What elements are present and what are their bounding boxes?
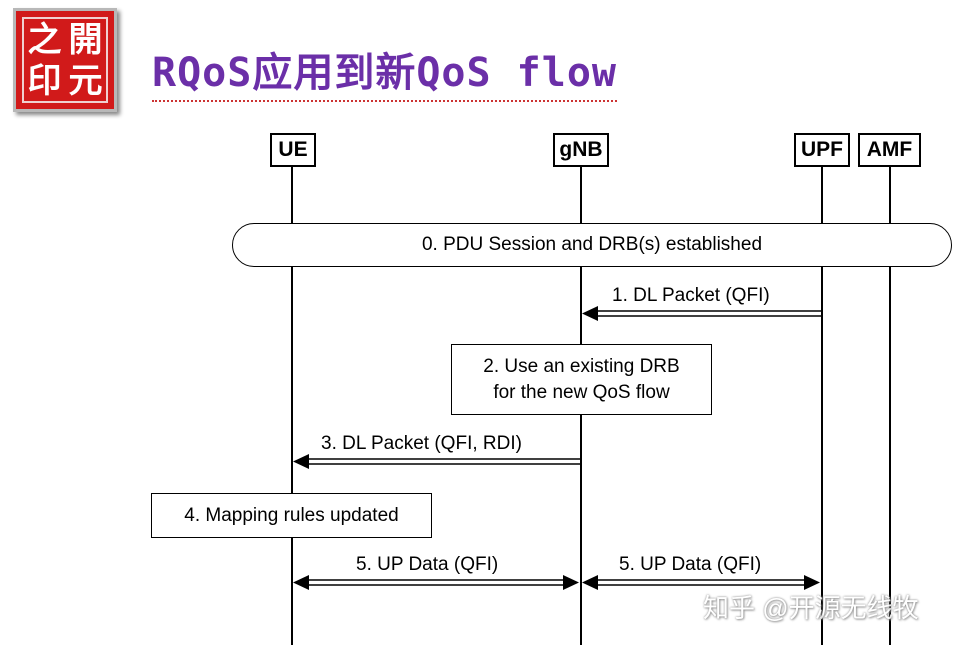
logo-char-3: 印 — [27, 60, 62, 101]
logo-char-4: 元 — [68, 60, 103, 101]
arrow-step5b — [582, 575, 820, 590]
actor-ue: UE — [270, 133, 316, 167]
step-2-line-2: for the new QoS flow — [493, 381, 670, 403]
step-5b-label: 5. UP Data (QFI) — [619, 554, 762, 575]
watermark: 知乎 @开源无线牧 — [703, 593, 919, 623]
step-3-label: 3. DL Packet (QFI, RDI) — [321, 433, 522, 454]
step-4-box: 4. Mapping rules updated — [151, 493, 432, 538]
page-title: RQoS应用到新QoS flow — [152, 40, 617, 102]
lifeline-amf — [889, 167, 891, 645]
step-5a-label: 5. UP Data (QFI) — [356, 554, 499, 575]
actor-upf: UPF — [794, 133, 850, 167]
arrow-step1 — [582, 306, 821, 321]
logo-char-2: 開 — [68, 19, 103, 60]
step-2-box: 2. Use an existing DRB for the new QoS f… — [451, 344, 712, 415]
lifeline-upf — [821, 167, 823, 645]
step-2-line-1: 2. Use an existing DRB — [483, 355, 680, 377]
logo: 之 開 印 元 — [13, 8, 117, 112]
lifeline-ue — [291, 167, 293, 645]
logo-char-1: 之 — [27, 19, 62, 60]
arrow-step3 — [293, 454, 580, 469]
step-0-session-established: 0. PDU Session and DRB(s) established — [232, 223, 952, 267]
arrow-step5a — [293, 575, 579, 590]
actor-amf: AMF — [858, 133, 921, 167]
actor-gnb: gNB — [553, 133, 609, 167]
step-1-label: 1. DL Packet (QFI) — [612, 285, 770, 306]
